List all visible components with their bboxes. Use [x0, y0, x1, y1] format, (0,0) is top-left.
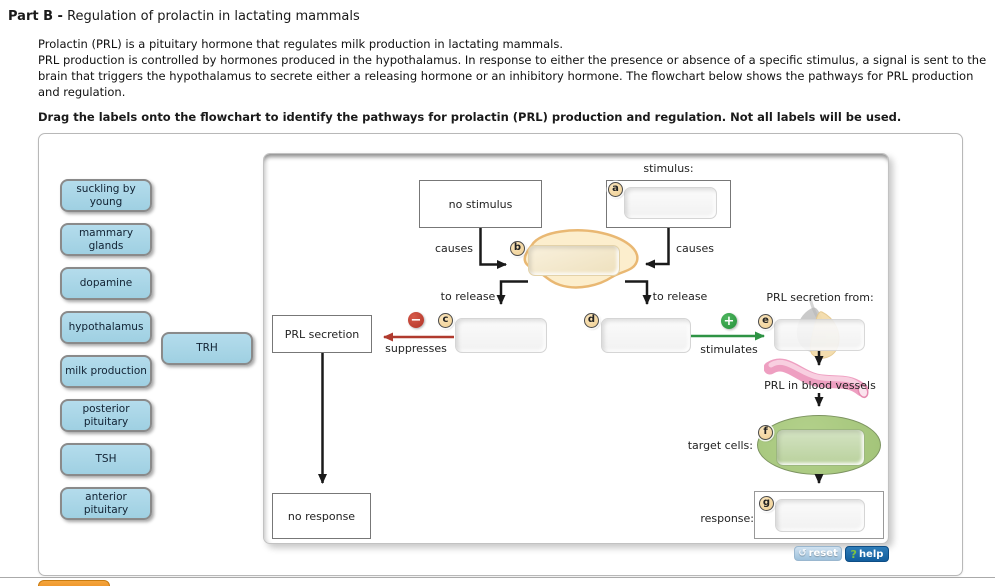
drag-instruction: Drag the labels onto the flowchart to id…	[38, 110, 902, 124]
drop-target-g[interactable]	[775, 499, 865, 532]
minus-icon: −	[408, 312, 424, 328]
drop-target-c[interactable]	[455, 318, 547, 353]
drop-target-d[interactable]	[601, 318, 691, 353]
intro-line-1: Prolactin (PRL) is a pituitary hormone t…	[38, 37, 563, 51]
prl-secretion-box: PRL secretion	[272, 315, 372, 353]
stimulus-label: stimulus:	[643, 162, 694, 175]
help-button-label: help	[858, 548, 884, 560]
suppresses-label: suppresses	[385, 342, 447, 355]
drag-label-posterior-pituitary[interactable]: posterior pituitary	[60, 399, 152, 432]
reset-icon: ↺	[798, 548, 807, 559]
to-release-right-label: to release	[652, 290, 708, 303]
question-icon: ?	[850, 547, 857, 561]
drop-target-b[interactable]	[528, 245, 620, 276]
badge-b: b	[510, 241, 525, 256]
drag-label-suckling-by-young[interactable]: suckling by young	[60, 179, 152, 212]
badge-e: e	[758, 314, 773, 329]
drop-target-e[interactable]	[774, 319, 865, 351]
part-label: Part B -	[8, 9, 63, 24]
badge-g: g	[759, 496, 774, 511]
prl-in-blood-vessels-label: PRL in blood vessels	[764, 379, 876, 392]
drag-label-anterior-pituitary[interactable]: anterior pituitary	[60, 487, 152, 520]
intro-line-2: PRL production is controlled by hormones…	[38, 53, 987, 99]
intro-paragraph: Prolactin (PRL) is a pituitary hormone t…	[38, 36, 988, 100]
drop-target-f[interactable]	[776, 429, 865, 466]
to-release-left-label: to release	[440, 290, 496, 303]
no-response-box: no response	[272, 493, 371, 539]
drag-label-dopamine[interactable]: dopamine	[60, 267, 152, 300]
badge-d: d	[584, 313, 599, 328]
causes-left-label: causes	[435, 242, 473, 255]
drag-label-mammary-glands[interactable]: mammary glands	[60, 223, 152, 256]
drag-label-trh[interactable]: TRH	[161, 332, 253, 365]
drag-label-hypothalamus[interactable]: hypothalamus	[60, 311, 152, 344]
badge-c: c	[438, 313, 453, 328]
orange-button[interactable]	[38, 580, 110, 586]
badge-f: f	[758, 425, 773, 440]
flowchart-panel: no stimulus PRL secretion no response st…	[263, 153, 889, 544]
target-cells-label: target cells:	[687, 439, 753, 452]
response-label: response:	[700, 512, 754, 525]
page-title: Part B - Regulation of prolactin in lact…	[8, 9, 360, 24]
causes-right-label: causes	[676, 242, 714, 255]
part-title: Regulation of prolactin in lactating mam…	[67, 9, 360, 24]
drop-target-a[interactable]	[624, 187, 717, 219]
activity-container: suckling by young mammary glands dopamin…	[38, 133, 963, 576]
reset-button-label: reset	[808, 548, 838, 559]
help-button[interactable]: ? help	[845, 546, 889, 562]
plus-icon: +	[721, 313, 737, 329]
stimulates-label: stimulates	[700, 343, 758, 356]
prl-secretion-from-label: PRL secretion from:	[766, 291, 874, 304]
no-stimulus-box: no stimulus	[419, 180, 542, 228]
drag-label-milk-production[interactable]: milk production	[60, 355, 152, 388]
bottom-divider	[0, 577, 995, 578]
reset-button[interactable]: ↺ reset	[794, 546, 842, 561]
drag-label-tsh[interactable]: TSH	[60, 443, 152, 476]
badge-a: a	[608, 182, 623, 197]
